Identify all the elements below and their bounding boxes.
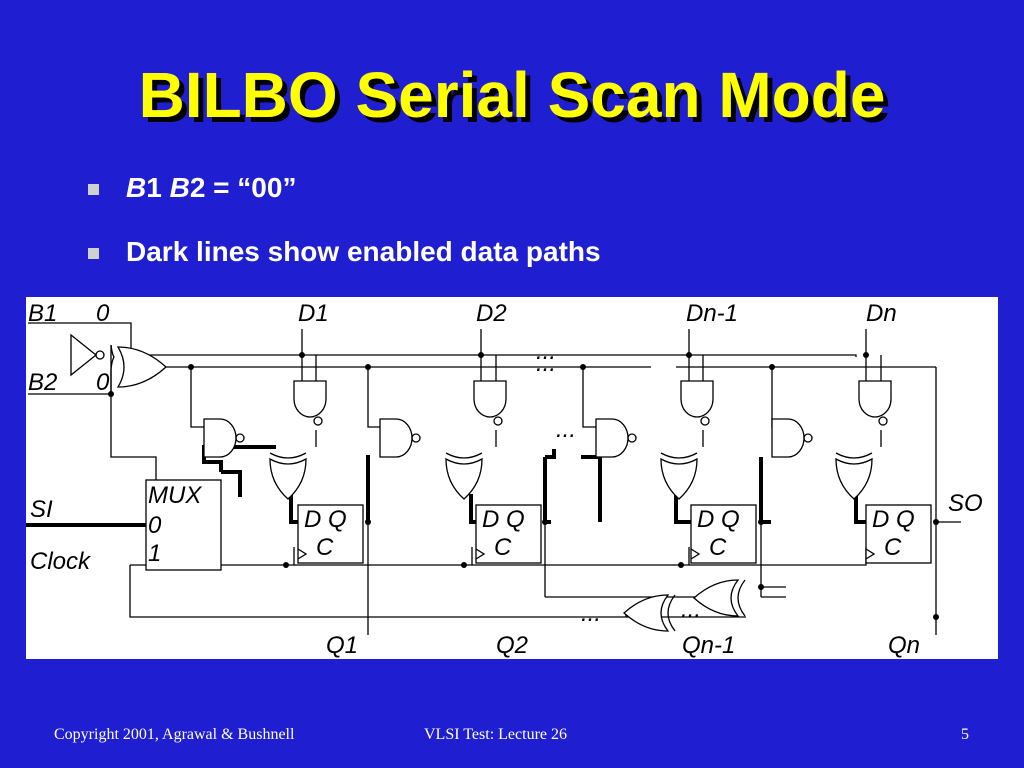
bullet-square-icon <box>88 184 99 195</box>
b2-label: B2 <box>28 369 57 396</box>
bilbo-circuit-diagram: B1 0 B2 0 D1 D2 Dn-1 Dn ... ... ... ... … <box>26 297 998 659</box>
ellipsis-3: ... <box>556 416 576 443</box>
ellipsis-2: ... <box>536 350 556 377</box>
flip-flop-n-1 <box>690 504 757 564</box>
ellipsis-5: ... <box>681 596 701 623</box>
slide-title: BILBO Serial Scan Mode <box>138 59 886 131</box>
bullet-square-icon <box>88 248 99 259</box>
ff2-c-label: C <box>494 534 512 561</box>
inverter-gate <box>70 333 98 377</box>
ff2-dq-label: D Q <box>482 506 525 533</box>
qn1-label: Qn-1 <box>682 632 735 659</box>
b2-value-label: 0 <box>96 369 110 396</box>
q2-label: Q2 <box>496 632 528 659</box>
b1-value-label: 0 <box>96 300 110 327</box>
ellipsis-4: ... <box>581 600 601 627</box>
mux-block <box>145 479 222 571</box>
clock-label: Clock <box>30 548 92 575</box>
wires <box>28 322 961 635</box>
ffn-c-label: C <box>884 534 902 561</box>
ffn-dq-label: D Q <box>872 506 915 533</box>
dn1-label: Dn-1 <box>686 300 738 327</box>
bullet-text: B1 B2 = “00” <box>126 172 297 203</box>
ellipsis-1: ... <box>536 338 556 365</box>
footer-page-number: 5 <box>961 726 969 743</box>
footer-course: VLSI Test: Lecture 26 <box>424 726 567 743</box>
ff1-c-label: C <box>316 534 334 561</box>
flip-flop-1 <box>297 504 364 564</box>
si-label: SI <box>30 496 53 523</box>
qn-label: Qn <box>888 632 920 659</box>
mux-label: MUX <box>148 482 202 509</box>
so-label: SO <box>948 490 983 517</box>
junction-dots <box>108 352 939 620</box>
mux-input-1-label: 1 <box>148 540 161 567</box>
q1-label: Q1 <box>326 632 358 659</box>
or-gate <box>116 346 167 388</box>
b1-label: B1 <box>28 300 57 327</box>
bullet-text: Dark lines show enabled data paths <box>126 236 601 267</box>
flip-flop-n <box>865 504 932 564</box>
mux-input-0-label: 0 <box>148 512 162 539</box>
dn-label: Dn <box>866 300 897 327</box>
flip-flop-2 <box>475 504 542 564</box>
d1-label: D1 <box>298 300 329 327</box>
footer-copyright: Copyright 2001, Agrawal & Bushnell <box>54 726 295 743</box>
d2-label: D2 <box>476 300 507 327</box>
ffn1-dq-label: D Q <box>697 506 740 533</box>
ffn1-c-label: C <box>709 534 727 561</box>
ff1-dq-label: D Q <box>304 506 347 533</box>
